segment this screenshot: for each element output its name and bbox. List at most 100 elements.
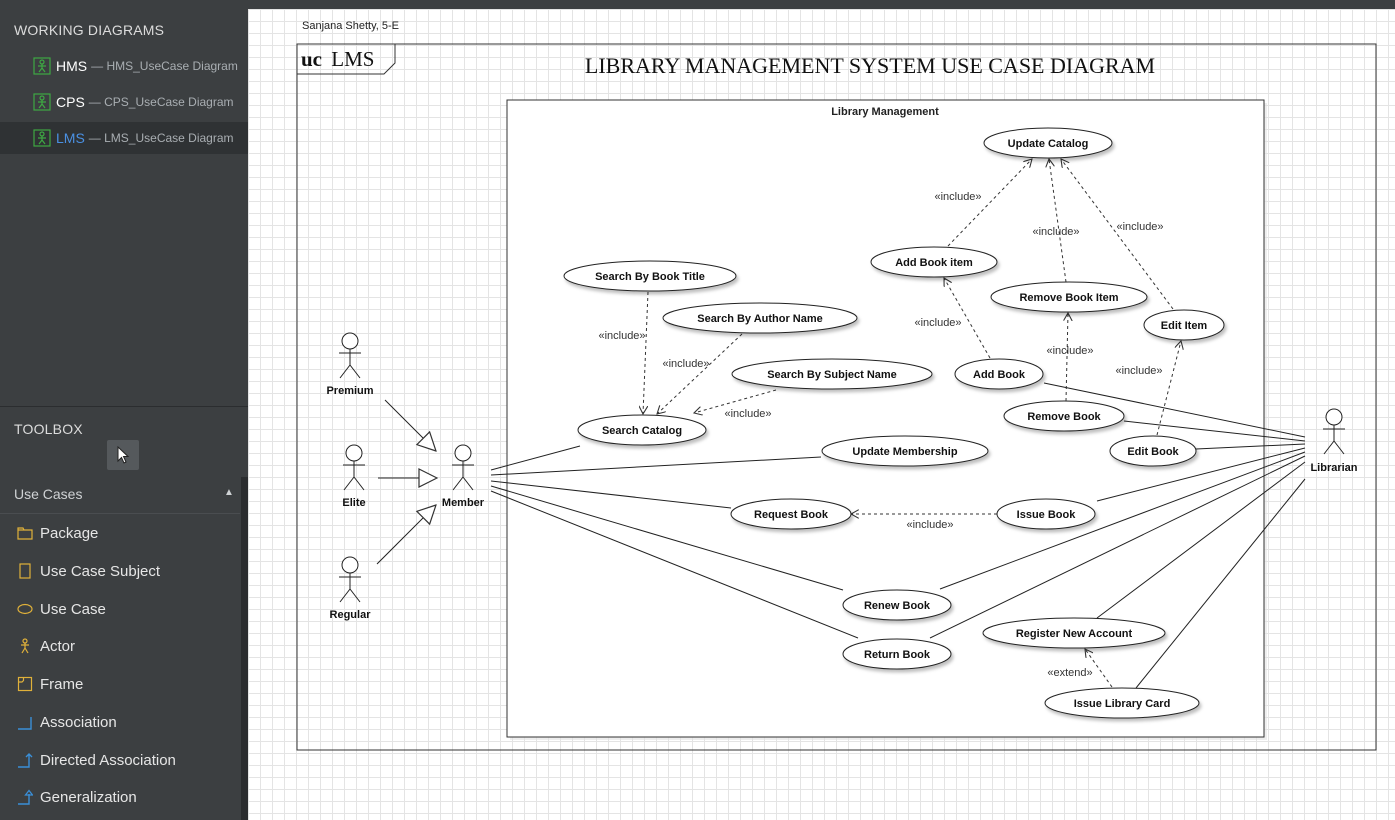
usecase-label: Register New Account — [1016, 628, 1133, 640]
usecase-label: Remove Book Item — [1019, 292, 1118, 304]
usecase-request-book[interactable]: Request Book — [730, 498, 852, 530]
assoc-librarian-register-account[interactable] — [1096, 461, 1306, 619]
include-label: «include» — [598, 330, 645, 342]
author-note[interactable]: Sanjana Shetty, 5-E — [302, 20, 399, 32]
assoc-librarian-edit-book[interactable] — [1195, 443, 1306, 450]
diagram-item-cps[interactable]: CPS — CPS_UseCase Diagram — [0, 86, 248, 118]
tool-package[interactable]: Package — [0, 515, 240, 551]
tool-frame[interactable]: Frame — [0, 666, 240, 702]
assoc-member-request-book[interactable] — [490, 480, 732, 509]
extend-card-register[interactable] — [1085, 649, 1113, 688]
assoc-librarian-renew-book[interactable] — [939, 451, 1306, 590]
actor-label: Librarian — [1310, 462, 1357, 474]
usecase-update-catalog[interactable]: Update Catalog — [983, 127, 1113, 159]
diagram-item-lms[interactable]: LMS — LMS_UseCase Diagram — [0, 122, 248, 154]
assoc-librarian-issue-book[interactable] — [1096, 447, 1306, 502]
include-editbook-edititem[interactable] — [1156, 341, 1181, 436]
usecase-register-new-account[interactable]: Register New Account — [982, 617, 1166, 649]
usecase-return-book[interactable]: Return Book — [842, 638, 952, 670]
assoc-member-renew-book[interactable] — [490, 485, 844, 591]
include-title-catalog[interactable] — [643, 291, 649, 414]
tool-label: Actor — [40, 637, 76, 655]
actor-label: Member — [442, 497, 485, 509]
usecase-label: Issue Library Card — [1074, 698, 1171, 710]
pointer-tool-button[interactable] — [107, 440, 139, 470]
usecase-label: Return Book — [864, 649, 931, 661]
assoc-librarian-remove-book[interactable] — [1123, 420, 1306, 442]
use-case-diagram[interactable]: Sanjana Shetty, 5-E uc LMS LIBRARY MANAG… — [248, 9, 1395, 820]
tool-label: Frame — [40, 675, 84, 693]
usecase-search-by-author-name[interactable]: Search By Author Name — [662, 302, 858, 334]
usecase-label: Add Book — [973, 369, 1026, 381]
actor-labels: Premium Elite Regular Member Librarian — [326, 385, 1357, 621]
usecase-add-book-item[interactable]: Add Book item — [870, 246, 998, 278]
collapse-arrow-icon: ▲ — [224, 487, 234, 498]
include-label: «include» — [906, 519, 953, 531]
usecase-edit-book[interactable]: Edit Book — [1109, 435, 1197, 467]
include-removebookitem-catalog[interactable] — [1049, 159, 1067, 283]
include-label: «include» — [1116, 221, 1163, 233]
usecase-search-catalog[interactable]: Search Catalog — [577, 414, 707, 446]
usecase-label: Remove Book — [1027, 411, 1101, 423]
include-edititem-catalog[interactable] — [1061, 159, 1174, 310]
usecase-issue-book[interactable]: Issue Book — [996, 498, 1096, 530]
actor-regular[interactable] — [339, 556, 361, 603]
tool-use-case[interactable]: Use Case — [0, 591, 240, 627]
tool-actor[interactable]: Actor — [0, 628, 240, 664]
cursor-icon — [117, 446, 130, 464]
tool-association[interactable]: Association — [0, 704, 240, 740]
usecase-label: Search By Author Name — [697, 313, 823, 325]
diagram-name: LMS — [56, 130, 85, 146]
assoc-member-update-membership[interactable] — [490, 456, 822, 476]
actors — [339, 332, 1345, 603]
assoc-librarian-issue-card[interactable] — [1135, 478, 1306, 689]
directed-association-icon — [18, 753, 33, 768]
include-subject-catalog[interactable] — [694, 389, 777, 413]
actor-elite[interactable] — [343, 444, 365, 491]
diagram-title: LIBRARY MANAGEMENT SYSTEM USE CASE DIAGR… — [585, 53, 1155, 78]
usecase-search-by-book-title[interactable]: Search By Book Title — [563, 260, 737, 292]
include-removebook-removebookitem[interactable] — [1066, 313, 1068, 402]
sidebar: WORKING DIAGRAMS HMS — HMS_UseCase Diagr… — [0, 0, 248, 820]
usecase-edit-item[interactable]: Edit Item — [1143, 309, 1225, 341]
svg-text:uc LMS: uc LMS — [301, 47, 374, 71]
frame[interactable]: uc LMS LIBRARY MANAGEMENT SYSTEM USE CAS… — [296, 43, 1377, 751]
usecase-issue-library-card[interactable]: Issue Library Card — [1044, 687, 1200, 719]
generalization-premium-member[interactable] — [384, 399, 436, 451]
diagram-canvas[interactable]: Sanjana Shetty, 5-E uc LMS LIBRARY MANAG… — [248, 9, 1395, 820]
diagram-name: HMS — [56, 58, 88, 74]
usecase-add-book[interactable]: Add Book — [954, 358, 1044, 390]
generalization-regular-member[interactable] — [376, 505, 436, 565]
include-label: «include» — [724, 408, 771, 420]
tool-generalization[interactable]: Generalization — [0, 779, 240, 815]
usecase-label: Update Catalog — [1008, 138, 1089, 150]
usecase-update-membership[interactable]: Update Membership — [821, 435, 989, 467]
usecase-remove-book-item[interactable]: Remove Book Item — [990, 281, 1148, 313]
usecase-label: Search By Book Title — [595, 271, 705, 283]
actor-librarian[interactable] — [1323, 408, 1345, 455]
assoc-member-search-catalog[interactable] — [490, 445, 581, 471]
tool-label: Generalization — [40, 788, 137, 806]
actor-icon — [21, 638, 29, 654]
include-author-catalog[interactable] — [657, 333, 743, 414]
use-cases-group-header[interactable]: Use Cases ▲ — [0, 477, 240, 514]
dependencies — [643, 159, 1181, 688]
dependency-labels: «include» «include» «include» «include» … — [598, 191, 1163, 679]
usecase-search-by-subject-name[interactable]: Search By Subject Name — [731, 358, 933, 390]
usecase-label: Request Book — [754, 509, 829, 521]
actor-premium[interactable] — [339, 332, 361, 379]
frame-keyword: uc — [301, 47, 322, 71]
diagram-item-hms[interactable]: HMS — HMS_UseCase Diagram — [0, 50, 248, 82]
toolbox-scrollbar[interactable] — [241, 477, 248, 820]
tool-use-case-subject[interactable]: Use Case Subject — [0, 553, 240, 589]
tool-label: Directed Association — [40, 751, 176, 769]
assoc-librarian-add-book[interactable] — [1043, 382, 1306, 438]
usecase-diagram-icon — [33, 57, 51, 75]
actor-member[interactable] — [452, 444, 474, 491]
include-addbookitem-catalog[interactable] — [947, 159, 1032, 247]
usecase-renew-book[interactable]: Renew Book — [842, 589, 952, 621]
usecase-remove-book[interactable]: Remove Book — [1003, 400, 1125, 432]
tool-directed-association[interactable]: Directed Association — [0, 742, 240, 778]
assoc-librarian-return-book[interactable] — [929, 455, 1306, 639]
assoc-member-return-book[interactable] — [490, 490, 859, 639]
